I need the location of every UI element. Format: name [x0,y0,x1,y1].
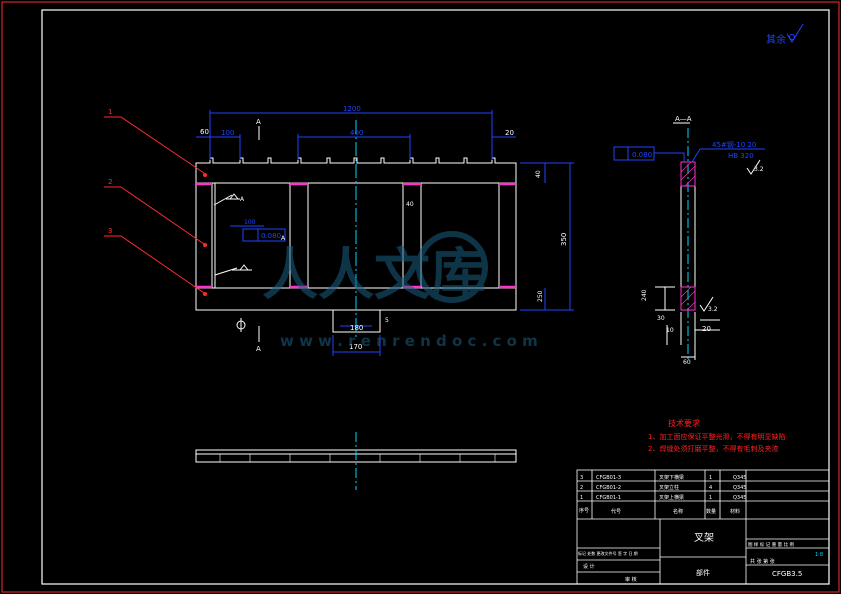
dimension-lines [196,110,574,356]
tech-requirements: 技术要求 1、加工面应保证平整光滑，不得有明显缺陷 2、焊缝处须打磨平整，不得有… [648,418,785,453]
section-dim-top: 240 [641,289,648,301]
section-roughness-bottom: 3.2 [708,306,718,313]
row3-name: 叉架下横梁 [659,474,684,481]
dim-left-span: 100 [221,129,234,137]
column-2 [289,182,309,289]
header-qty: 数量 [706,508,716,515]
row3-qty: 1 [709,475,712,481]
section-mark-bottom: A [256,345,261,353]
section-dims [655,286,720,360]
dim-slot-width: 40 [406,201,414,208]
tolerance-value: 0.080 [261,232,281,240]
part-label: 部件 [696,568,710,577]
title-left-row3: 审 核 [625,576,637,583]
scale-value: 1:8 [815,552,823,558]
roughness-note: 其余 [766,33,786,46]
flatness-value: 0.080 [632,151,652,159]
row2-name: 叉架立柱 [659,484,679,491]
dim-foot-width: 180 [350,324,363,332]
dim-center-span: 400 [350,129,363,137]
row2-material: Q345 [733,485,746,491]
row1-code: CFGB01-1 [596,495,621,501]
callout-2: 2 [108,178,112,186]
column-4 [498,182,517,289]
datum-letter-a: A [240,196,245,203]
dim-top-height: 40 [535,170,542,178]
section-dim-b: 10 [666,327,674,334]
title-left-row1: 标记 处数 更改文件号 签 字 日 期 [578,550,638,556]
hatch-lines [680,161,696,311]
tech-item-2: 2、焊缝处须打磨平整，不得有毛刺及夹渣 [648,444,778,453]
dim-overall-width: 1200 [343,105,361,113]
dim-overall-height: 350 [560,233,568,246]
section-dim-a: 30 [657,315,665,322]
header-no: 序号 [579,507,589,514]
row1-qty: 1 [709,495,712,501]
parts-table [576,469,830,585]
dim-foot-total: 170 [349,343,362,351]
header-material: 材料 [730,508,740,515]
sheet-count: 共 张 第 张 [750,558,775,565]
column-3 [402,182,422,289]
row3-no: 3 [580,475,583,481]
datum-circle-icon [236,318,246,332]
roughness-icon [699,159,761,312]
callout-1: 1 [108,108,112,116]
callout-leaders [104,116,205,294]
row3-code: CFGB01-3 [596,475,621,481]
material-note-1: 45#钢-10 20 [712,140,756,149]
row1-name: 叉架上横梁 [659,494,684,501]
tolerance-frame [242,228,286,242]
frame-outline [195,157,517,311]
row1-material: Q345 [733,495,746,501]
row2-no: 2 [580,485,583,491]
title-left-row2: 设 计 [583,563,595,570]
column-1 [211,182,216,289]
callout-3: 3 [108,227,112,235]
dim-right-offset: 20 [505,129,514,137]
front-view: A A 1200 60 100 400 20 [195,105,574,356]
datum-label: A [281,235,286,242]
row2-qty: 4 [709,485,712,491]
dim-width-label: 100 [244,219,256,226]
dim-bottom-height: 250 [537,290,544,302]
drawing-number: CFGB3.5 [772,570,802,578]
title-right-header: 图 样 标 记 重 量 比 例 [748,541,795,548]
row2-code: CFGB01-2 [596,485,621,491]
section-roughness: 3.2 [754,166,764,173]
callout-dots [203,173,207,296]
header-name: 名称 [673,508,683,515]
drawing-name: 叉架 [694,532,714,544]
section-hatch-top [680,161,696,187]
dim-left-offset: 60 [200,128,209,136]
row1-no: 1 [580,495,583,501]
section-view: A—A 0.080 45#钢-10 20 HB 320 3.2 3.2 [613,115,765,366]
roughness-symbol-icon [786,23,804,43]
tech-item-1: 1、加工面应保证平整光滑，不得有明显缺陷 [648,432,785,441]
section-hatch-bottom [680,286,696,311]
weld-symbol-icon [213,193,252,276]
plan-view [195,432,517,490]
section-mark-top: A [256,118,261,126]
tech-title: 技术要求 [668,418,700,428]
row3-material: Q345 [733,475,746,481]
dim-foot-small: 5 [385,317,389,324]
section-dim-d: 60 [683,359,691,366]
inner-frame [41,9,830,585]
material-note-2: HB 320 [728,152,754,160]
header-code: 代号 [611,508,621,515]
section-dim-c: 20 [702,325,711,333]
section-title: A—A [675,115,692,123]
